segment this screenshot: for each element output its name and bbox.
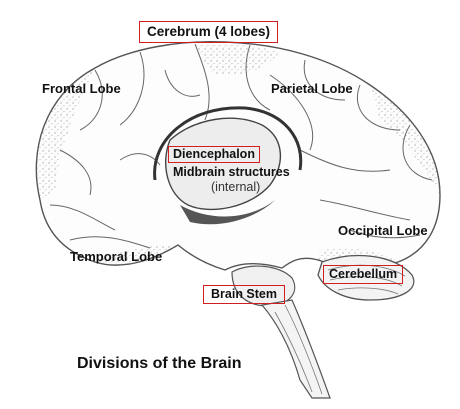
label-brain-stem: Brain Stem <box>203 285 285 304</box>
label-cerebellum: Cerebellum <box>323 265 404 284</box>
label-occipital-lobe: Occipital Lobe <box>338 223 428 238</box>
label-diencephalon: Diencephalon <box>168 146 260 163</box>
label-parietal-lobe: Parietal Lobe <box>271 81 353 96</box>
label-midbrain-structures: Midbrain structures <box>173 165 290 179</box>
ventricle-shading <box>180 200 275 225</box>
corpus-callosum <box>153 106 303 181</box>
label-frontal-lobe: Frontal Lobe <box>42 81 121 96</box>
label-temporal-lobe: Temporal Lobe <box>70 249 163 264</box>
pons-shape <box>231 265 296 307</box>
label-internal: (internal) <box>211 180 261 194</box>
diencephalon-region <box>165 117 282 211</box>
label-cerebrum: Cerebrum (4 lobes) <box>139 21 279 43</box>
brain-stem-shape <box>260 299 331 399</box>
gyri-lines <box>49 43 433 249</box>
brain-stem-lines <box>274 304 323 395</box>
diagram-caption: Divisions of the Brain <box>77 355 242 372</box>
